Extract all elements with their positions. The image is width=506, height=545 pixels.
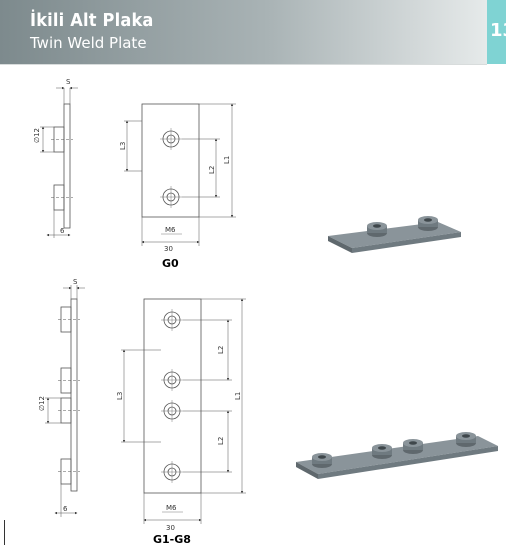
g1g8-dim-l2-bottom: L2 (217, 437, 225, 445)
g1g8-caption: G1-G8 (153, 533, 191, 545)
g0-dim-6: 6 (60, 227, 65, 235)
title-english: Twin Weld Plate (30, 34, 147, 52)
g0-dim-m6: M6 (165, 226, 176, 234)
g0-side-view (40, 86, 78, 238)
g0-dim-30: 30 (164, 245, 173, 253)
g1g8-dim-m6: M6 (166, 504, 177, 512)
g1g8-dim-l3: L3 (116, 392, 124, 400)
page-number: 13 (490, 20, 506, 41)
page-number-tab: 13 (487, 0, 506, 64)
g0-front-view (124, 103, 236, 246)
g1g8-dim-6: 6 (63, 505, 68, 513)
header-divider (0, 64, 487, 65)
g1g8-dim-l2-top: L2 (217, 346, 225, 354)
g1g8-dim-s: S (73, 278, 78, 286)
title-turkish: İkili Alt Plaka (30, 10, 154, 31)
g0-dim-diameter: ∅12 (33, 128, 41, 143)
g0-dim-l2: L2 (208, 166, 216, 174)
g1g8-dim-l1: L1 (234, 392, 242, 400)
header-bar: İkili Alt Plaka Twin Weld Plate (0, 0, 487, 64)
g0-dim-l3: L3 (119, 142, 127, 150)
g1g8-front-view (121, 298, 246, 524)
g1g8-3d-plate (296, 432, 498, 479)
margin-line (4, 520, 5, 545)
g0-dim-s: S (66, 78, 71, 86)
g1g8-dim-30: 30 (166, 524, 175, 532)
g0-dim-l1: L1 (223, 156, 231, 164)
g0-caption: G0 (162, 257, 179, 270)
g1g8-dim-diameter: ∅12 (38, 396, 46, 411)
g0-3d-plate (328, 216, 461, 253)
g1g8-side-view (45, 285, 85, 517)
